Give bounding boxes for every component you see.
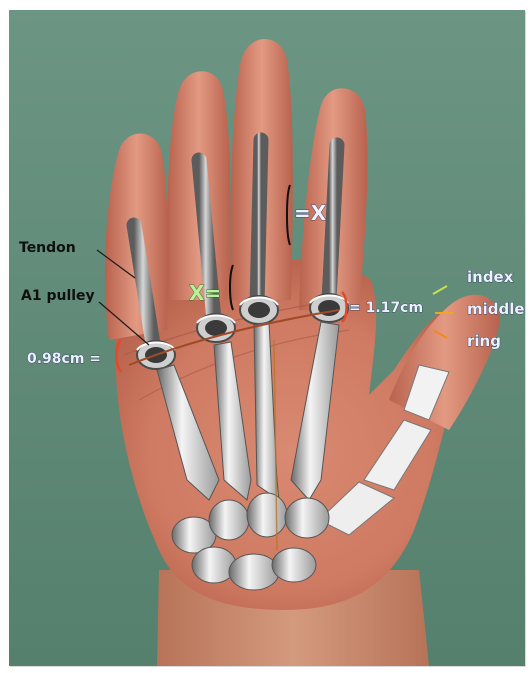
pulley-ring (310, 294, 348, 322)
pulley-ring (197, 314, 235, 342)
legend-label-index: index (467, 268, 514, 286)
carpal-bone (272, 548, 316, 582)
tendon-rod-middle (257, 140, 261, 305)
x-top-label: =X (294, 201, 327, 225)
legend-label-middle: middle (467, 300, 525, 318)
legend-label-ring: ring (467, 332, 501, 350)
tendon-rod-index (329, 145, 337, 300)
x-mid-label: X= (189, 281, 221, 305)
carpal-bone (229, 554, 279, 590)
a1-pulley-label: A1 pulley (21, 288, 95, 304)
measure-left-label: 0.98cm = (27, 351, 101, 367)
anatomy-figure: Tendon A1 pulley 0.98cm = = 1.17cm =X X=… (9, 10, 525, 666)
tendon-label: Tendon (19, 240, 76, 256)
carpal-bone (192, 547, 236, 583)
carpal-bone (285, 498, 329, 538)
measure-right-label: = 1.17cm (349, 300, 423, 316)
carpal-bone (209, 500, 249, 540)
carpal-bone (247, 493, 287, 537)
pulley-ring (240, 296, 278, 324)
